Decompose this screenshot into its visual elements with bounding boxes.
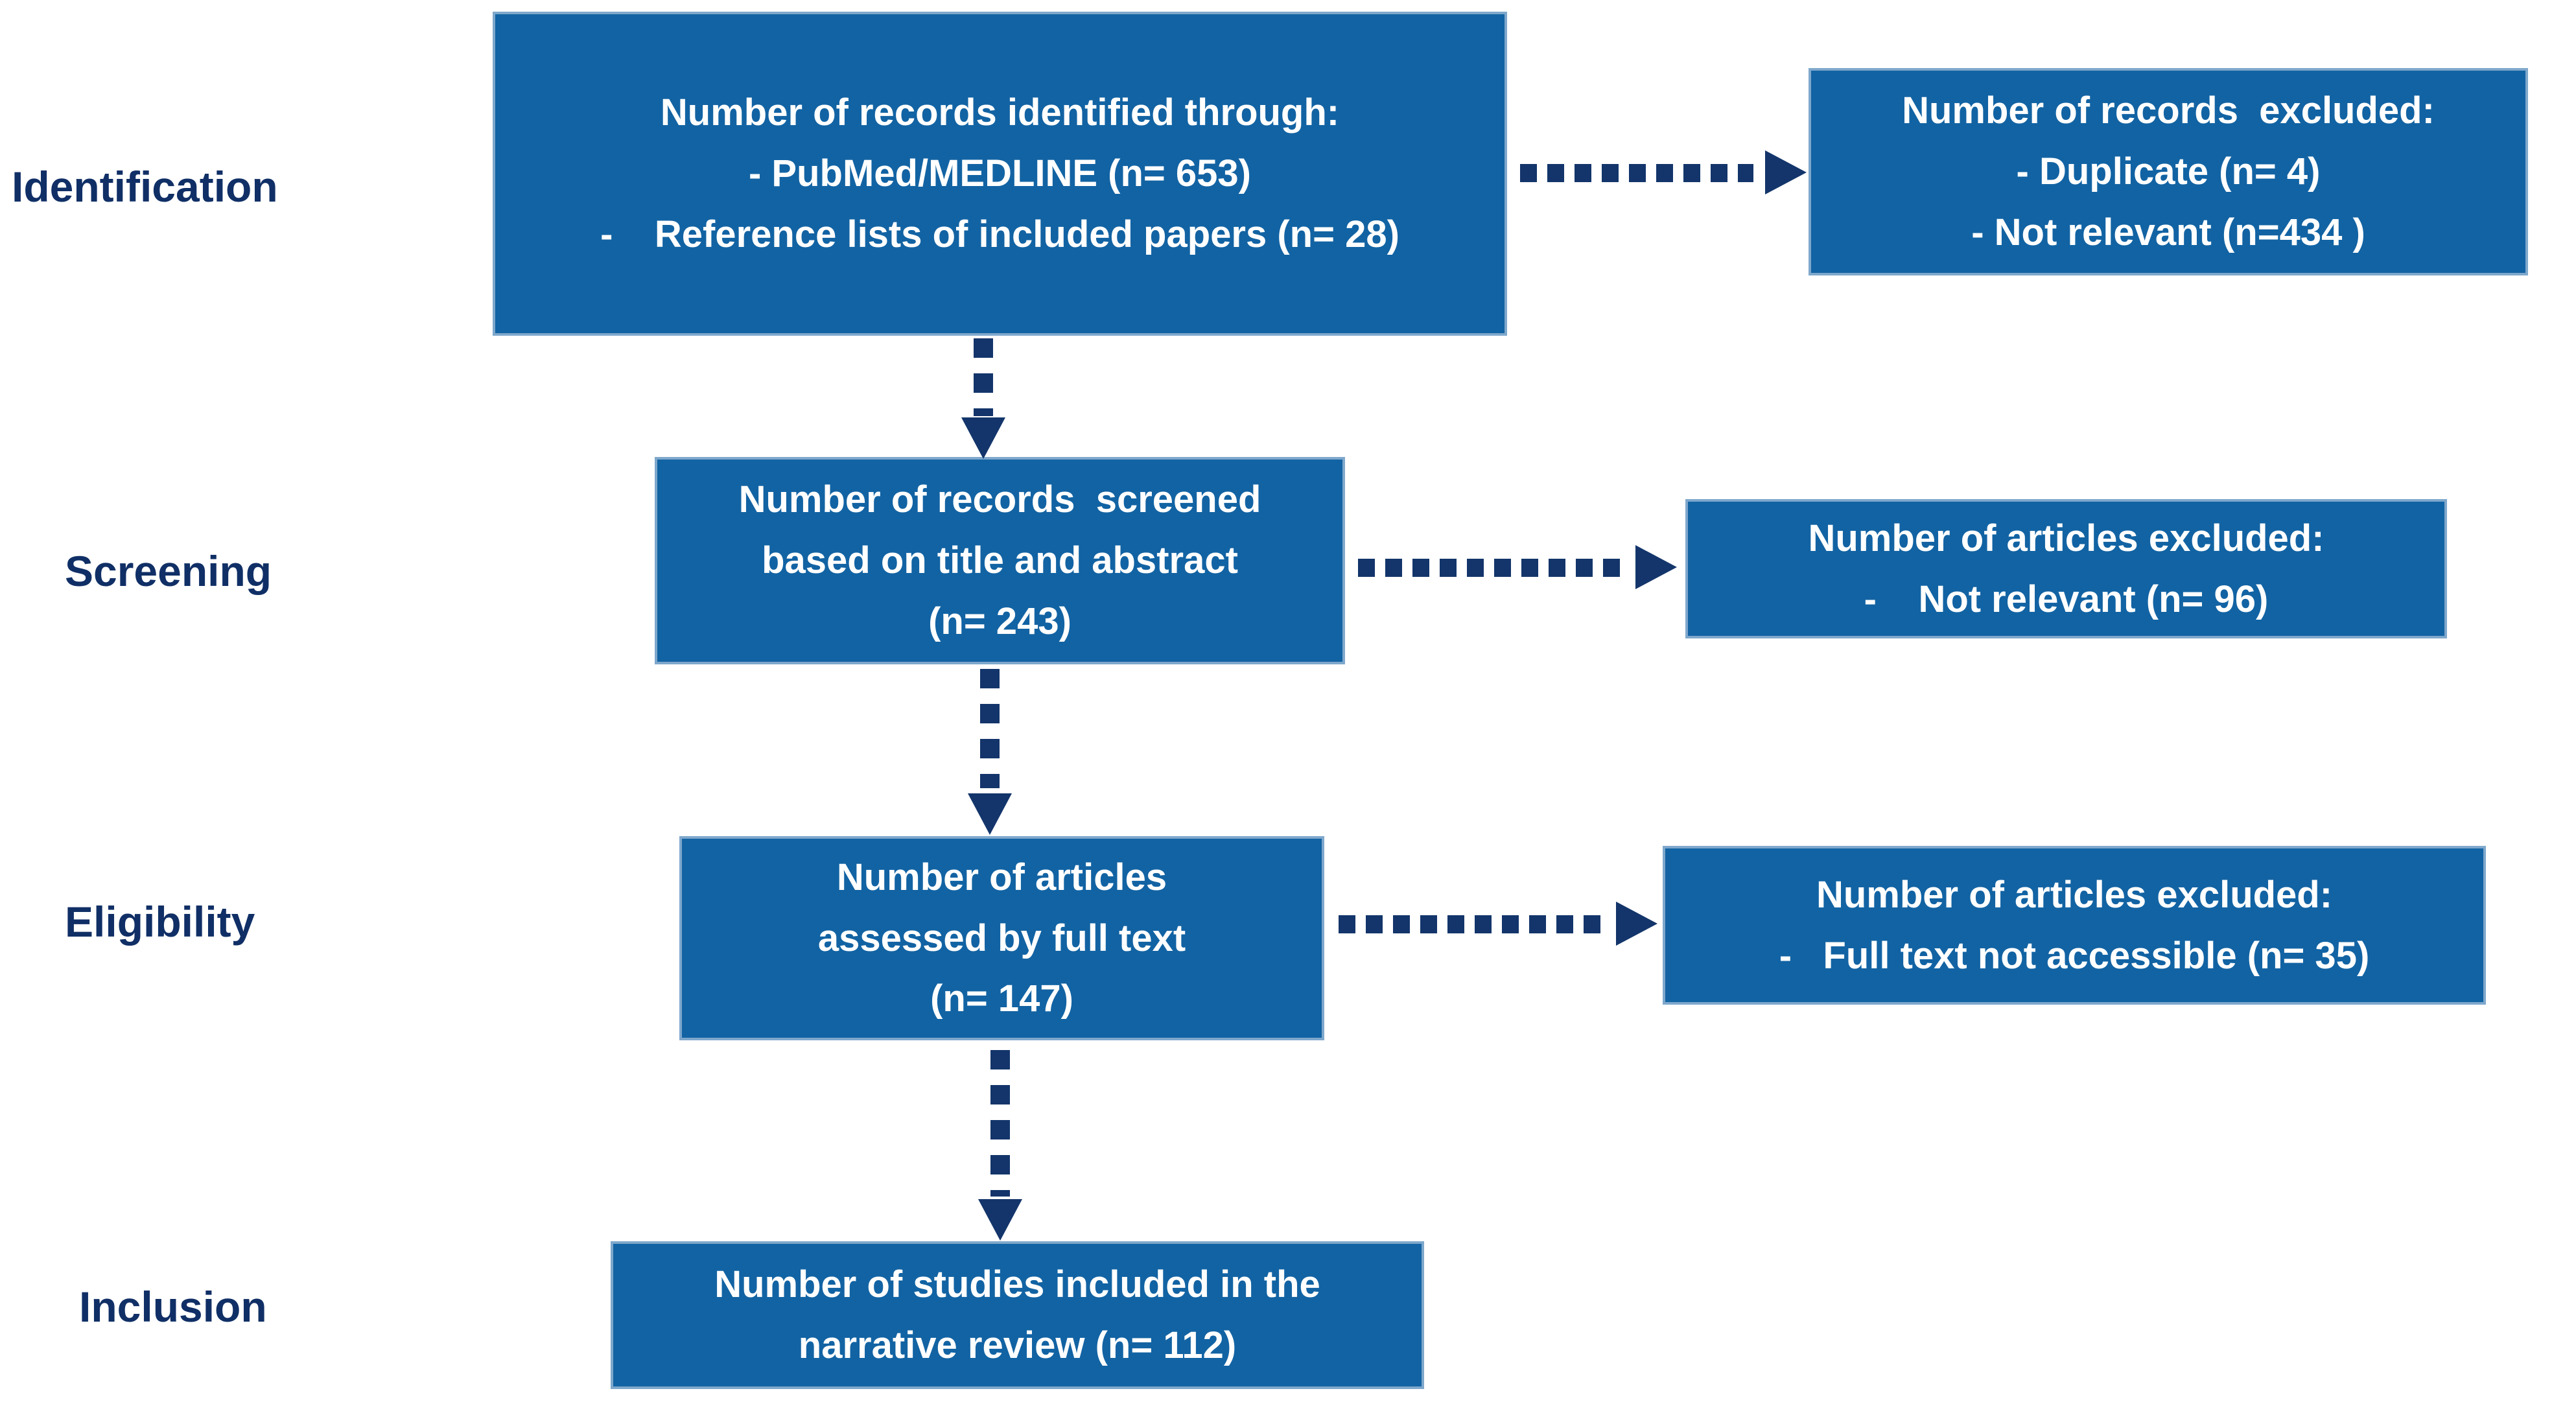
stage-label-screening: Screening [65, 547, 272, 595]
box-articles-excluded-screening: Number of articles excluded: - Not relev… [1685, 499, 2447, 638]
box-text-line: - PubMed/MEDLINE (n= 653) [748, 152, 1251, 195]
arrow-identified-to-screened-head-icon [961, 417, 1005, 459]
box-text-line: Number of articles excluded: [1808, 517, 2324, 559]
box-text-line: narrative review (n= 112) [798, 1324, 1237, 1366]
arrow-fulltext-to-included-line [990, 1050, 1010, 1197]
box-full-text-assessed: Number of articles assessed by full text… [679, 836, 1324, 1040]
stage-label-inclusion: Inclusion [79, 1283, 267, 1331]
stage-label-eligibility: Eligibility [65, 898, 255, 946]
box-records-excluded: Number of records excluded: - Duplicate … [1809, 68, 2528, 275]
box-studies-included: Number of studies included in the narrat… [611, 1241, 1424, 1389]
box-text-line: - Reference lists of included papers (n=… [600, 213, 1399, 255]
box-text-line: Number of studies included in the [714, 1263, 1320, 1306]
arrow-fulltext-to-articles-excluded-head-icon [1616, 902, 1657, 946]
box-text-line: - Duplicate (n= 4) [2016, 150, 2321, 193]
box-text-line: Number of articles [836, 856, 1167, 898]
box-text-line: Number of records screened [738, 478, 1261, 521]
arrow-screened-to-articles-excluded-head-icon [1635, 545, 1677, 589]
box-text-line: based on title and abstract [762, 539, 1238, 582]
arrow-screened-to-fulltext-head-icon [968, 793, 1012, 835]
arrow-fulltext-to-articles-excluded-line [1339, 915, 1602, 933]
box-text-line: Number of records identified through: [660, 91, 1340, 134]
box-text-line: (n= 243) [928, 600, 1071, 642]
box-text-line: Number of articles excluded: [1816, 873, 2333, 916]
arrow-identified-to-screened-line [974, 338, 993, 416]
box-articles-excluded-eligibility: Number of articles excluded: - Full text… [1663, 846, 2486, 1005]
box-text-line: Number of records excluded: [1902, 89, 2435, 132]
box-text-line: - Not relevant (n= 96) [1864, 578, 2269, 620]
arrow-screened-to-fulltext-line [980, 669, 1000, 788]
box-records-identified: Number of records identified through: - … [493, 12, 1507, 336]
arrow-identified-to-records-excluded-head-icon [1765, 150, 1807, 194]
box-text-line: (n= 147) [930, 977, 1073, 1020]
arrow-screened-to-articles-excluded-line [1358, 559, 1621, 577]
stage-label-identification: Identification [12, 163, 278, 211]
box-text-line: assessed by full text [817, 917, 1186, 959]
arrow-identified-to-records-excluded-line [1520, 164, 1753, 182]
box-records-screened: Number of records screened based on titl… [655, 457, 1345, 664]
box-text-line: - Not relevant (n=434 ) [1971, 211, 2365, 253]
arrow-fulltext-to-included-head-icon [978, 1199, 1022, 1241]
box-text-line: - Full text not accessible (n= 35) [1779, 934, 2370, 977]
